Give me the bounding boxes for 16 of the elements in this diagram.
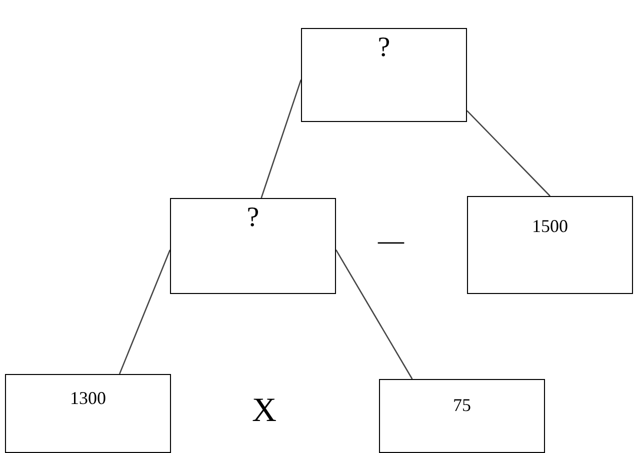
box-value: ? — [246, 203, 260, 234]
connector-line — [118, 250, 171, 374]
box-value: 75 — [453, 396, 471, 416]
value-box — [5, 374, 171, 453]
value-box — [170, 198, 336, 294]
value-box — [467, 196, 633, 294]
connector-line — [466, 110, 550, 196]
box-value: 1500 — [532, 217, 568, 237]
connector-line — [335, 250, 413, 380]
box-value: ? — [378, 33, 390, 64]
box-value: 1300 — [70, 389, 106, 409]
value-box — [379, 379, 545, 453]
operator-sign: — — [378, 228, 404, 254]
connector-line — [260, 80, 302, 198]
operator-sign: X — [252, 394, 277, 428]
value-box — [301, 28, 467, 122]
